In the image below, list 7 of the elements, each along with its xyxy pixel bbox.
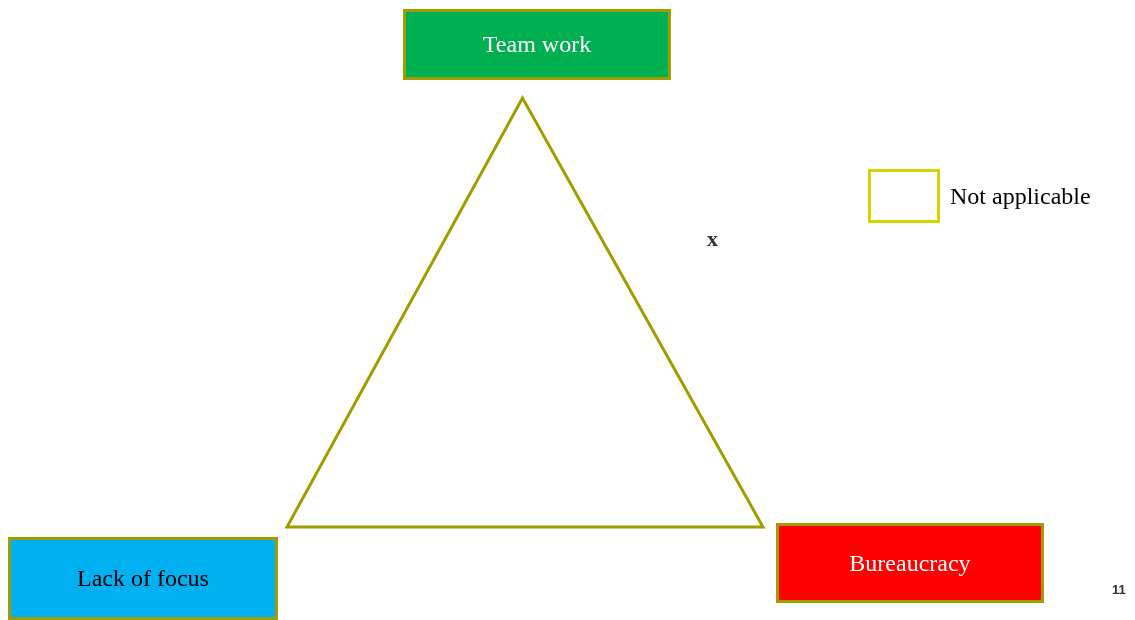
mark-label: x [707, 226, 718, 252]
legend-label: Not applicable [950, 182, 1091, 210]
label-box: Team work [403, 9, 671, 80]
triangle-shape [284, 95, 767, 530]
label-box: Bureaucracy [776, 523, 1044, 603]
page-number: 11 [1112, 582, 1126, 597]
label-box: Lack of focus [8, 537, 278, 620]
